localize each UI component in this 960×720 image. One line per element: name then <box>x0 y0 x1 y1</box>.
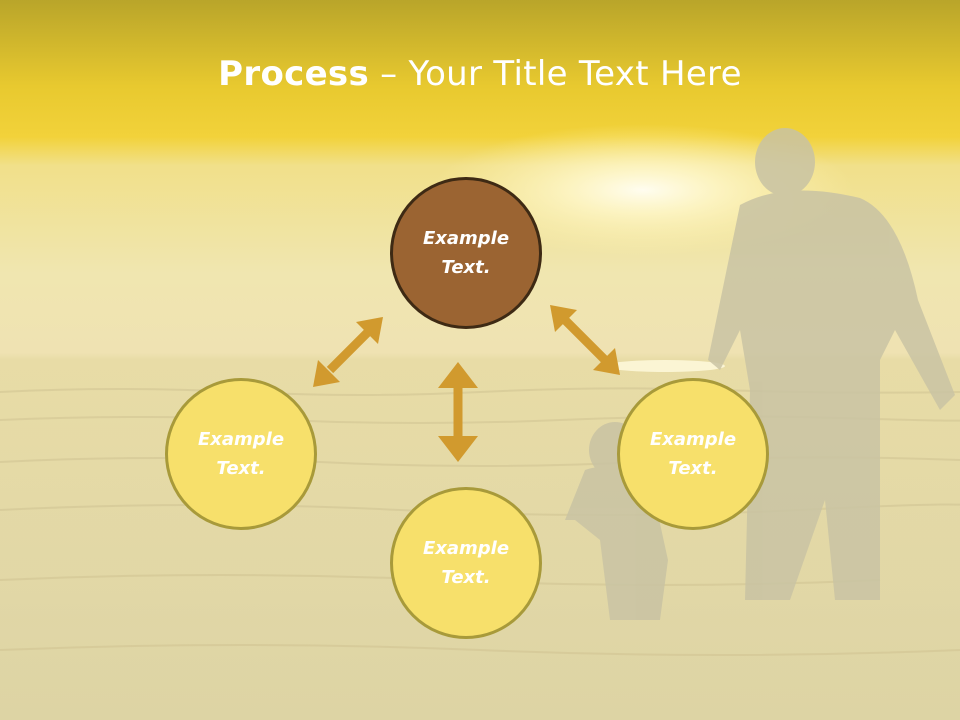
arrow-top-left <box>313 317 383 387</box>
page-title: Process – Your Title Text Here <box>0 50 960 98</box>
title-rest: – Your Title Text Here <box>369 54 742 94</box>
process-node-bottom[interactable]: Example Text. <box>390 487 542 639</box>
arrow-vertical <box>438 362 478 462</box>
process-node-top[interactable]: Example Text. <box>390 177 542 329</box>
process-node-left[interactable]: Example Text. <box>165 378 317 530</box>
node-label: Example Text. <box>422 228 510 278</box>
node-label: Example Text. <box>422 538 510 588</box>
node-label: Example Text. <box>649 429 737 479</box>
node-label: Example Text. <box>197 429 285 479</box>
process-node-right[interactable]: Example Text. <box>617 378 769 530</box>
arrow-top-right <box>550 305 620 375</box>
title-bold: Process <box>218 54 370 94</box>
